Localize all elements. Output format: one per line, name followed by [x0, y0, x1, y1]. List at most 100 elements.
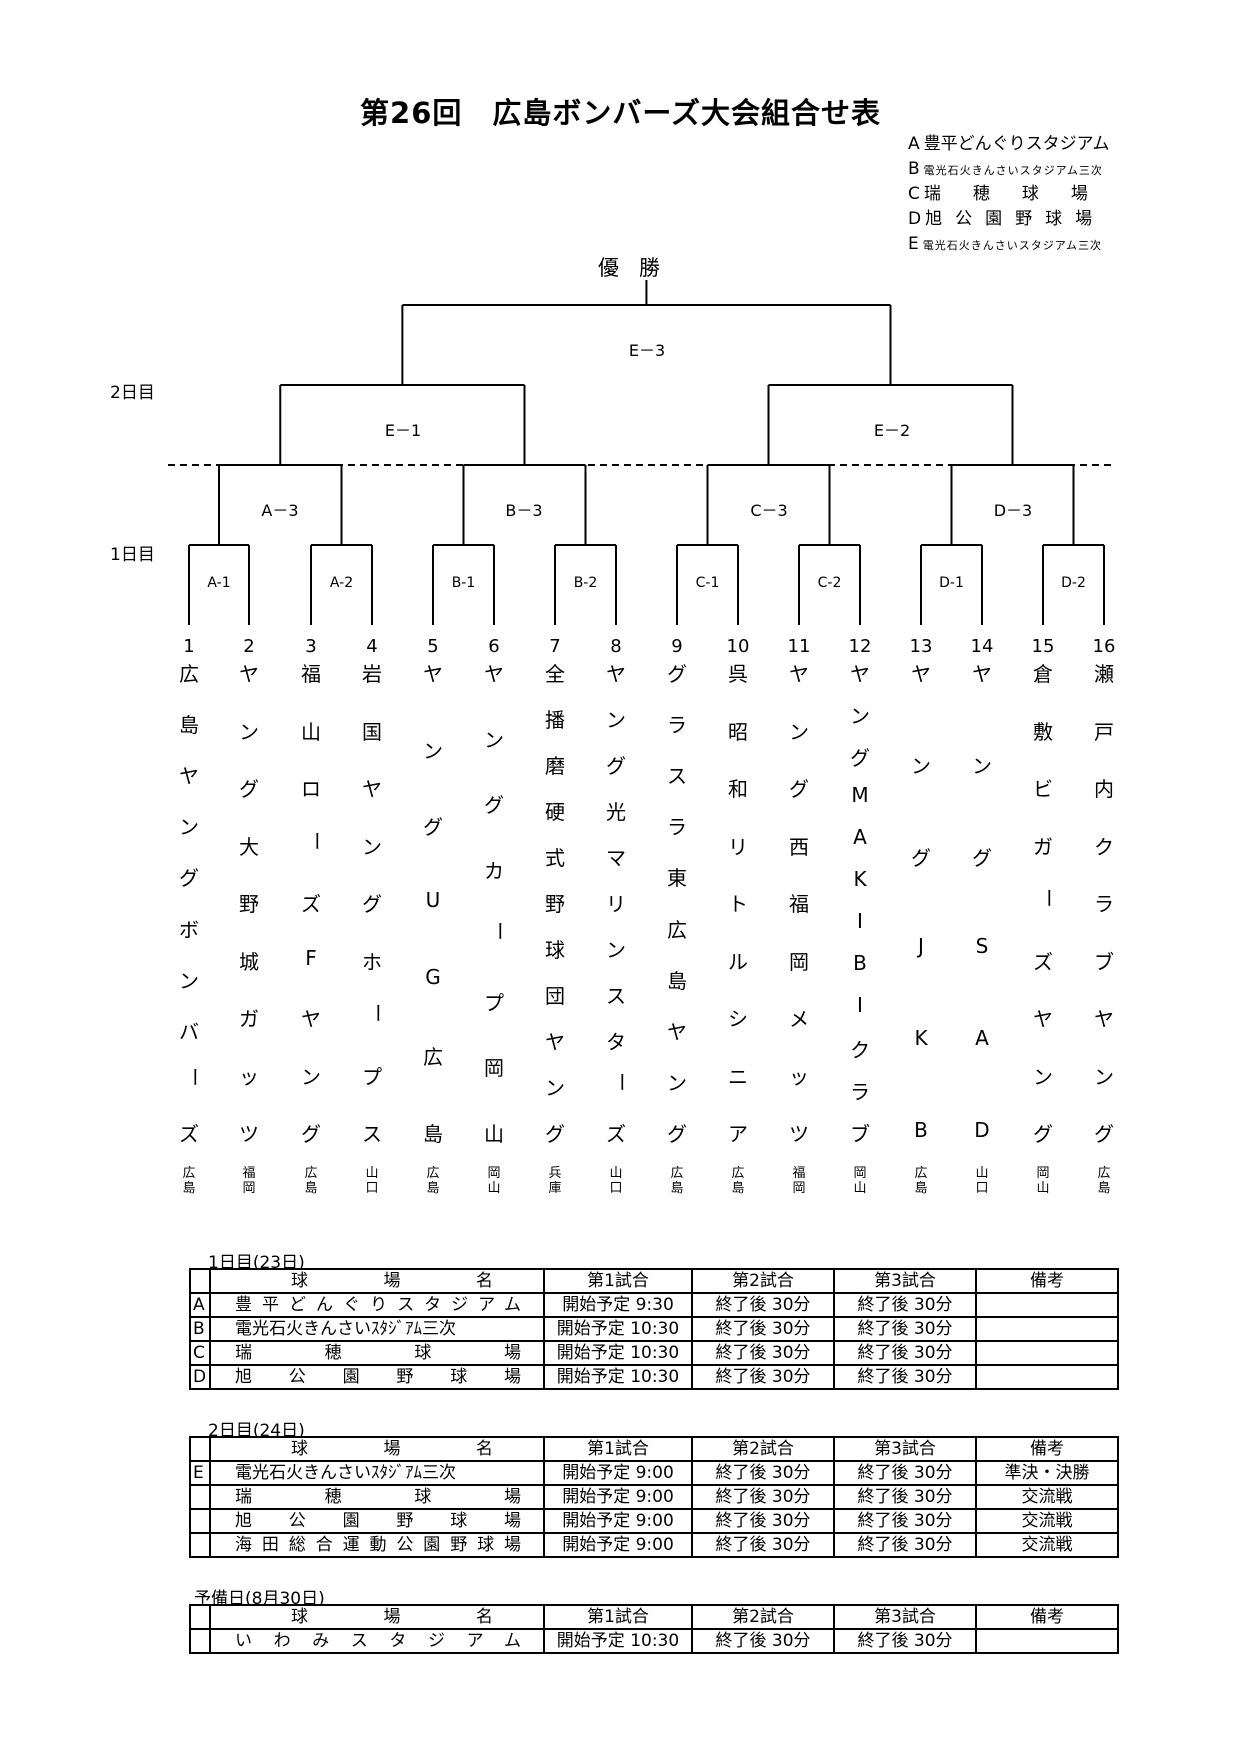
team-number: 5 [427, 636, 439, 657]
team-prefecture: 広島 [304, 1166, 318, 1196]
game-time-cell: 開始予定 9:00 [543, 1508, 693, 1534]
venue-code [189, 1508, 211, 1534]
venue-name: 電光石火きんさいｽﾀｼﾞｱﾑ三次 [209, 1316, 545, 1342]
match-quarter-b: B－3 [505, 501, 543, 520]
match-first-round: B-2 [573, 575, 598, 591]
header-cell: 第2試合 [691, 1604, 835, 1630]
venue-name-text: 瑞穂球場 [235, 1487, 521, 1507]
venue-name: 旭公園野球場 [209, 1508, 545, 1534]
game-time-cell: 終了後 30分 [833, 1460, 977, 1486]
header-cell: 第2試合 [691, 1268, 835, 1294]
match-first-round: C-1 [695, 575, 720, 591]
legend-code: B [908, 159, 920, 179]
venue-name-text: 豊平どんぐりスタジアム [235, 1295, 521, 1315]
venue-code [189, 1628, 211, 1654]
venue-name: 電光石火きんさいｽﾀｼﾞｱﾑ三次 [209, 1460, 545, 1486]
venue-code: A [189, 1292, 211, 1318]
team-prefecture: 広島 [914, 1166, 928, 1196]
venue-code [189, 1484, 211, 1510]
header-cell: 備考 [975, 1436, 1119, 1462]
game-time-cell: 終了後 30分 [833, 1628, 977, 1654]
match-first-round: A-2 [329, 575, 354, 591]
legend-venue-name: 電光石火きんさいスタジアム三次 [923, 164, 1103, 177]
legend-code: A [908, 134, 920, 154]
match-semi-2: E－2 [873, 421, 911, 440]
game-time-cell: 開始予定 10:30 [543, 1628, 693, 1654]
venue-name-text: 海田総合運動公園野球場 [235, 1535, 521, 1555]
schedule-reserve-label: 予備日(8月30日) [194, 1589, 325, 1609]
game-time-cell: 開始予定 9:00 [543, 1460, 693, 1486]
team-number: 14 [970, 636, 994, 657]
remarks-cell: 交流戦 [975, 1532, 1119, 1558]
match-final: E－3 [628, 341, 666, 360]
venue-name: 瑞穂球場 [209, 1484, 545, 1510]
venue-code: D [189, 1364, 211, 1390]
venue-name-text: 電光石火きんさいｽﾀｼﾞｱﾑ三次 [235, 1463, 456, 1483]
tournament-bracket [168, 280, 1115, 625]
game-time-cell: 終了後 30分 [691, 1364, 835, 1390]
venue-code: C [189, 1340, 211, 1366]
header-venue-text: 球 場 名 [291, 1439, 493, 1459]
legend-venue-name: 電光石火きんさいスタジアム三次 [922, 239, 1102, 252]
team-prefecture: 福岡 [792, 1166, 806, 1196]
game-time-cell: 開始予定 10:30 [543, 1340, 693, 1366]
header-cell: 第1試合 [543, 1436, 693, 1462]
remarks-cell [975, 1628, 1119, 1654]
remarks-cell: 交流戦 [975, 1508, 1119, 1534]
remarks-cell [975, 1340, 1119, 1366]
game-time-cell: 終了後 30分 [833, 1364, 977, 1390]
team-prefecture: 山口 [609, 1166, 623, 1196]
team-prefecture: 広島 [182, 1166, 196, 1196]
code-header-cell [189, 1604, 211, 1630]
venue-name: いわみスタジアム [209, 1628, 545, 1654]
team-prefecture: 山口 [975, 1166, 989, 1196]
schedule-day2-label: 2日目(24日) [208, 1421, 305, 1441]
venue-name-text: 旭公園野球場 [235, 1511, 521, 1531]
code-header-cell [189, 1268, 211, 1294]
game-time-cell: 終了後 30分 [691, 1292, 835, 1318]
game-time-cell: 終了後 30分 [691, 1484, 835, 1510]
match-first-round: B-1 [451, 575, 476, 591]
team-number: 11 [787, 636, 811, 657]
game-time-cell: 開始予定 9:00 [543, 1532, 693, 1558]
header-cell: 第2試合 [691, 1436, 835, 1462]
game-time-cell: 終了後 30分 [691, 1532, 835, 1558]
game-time-cell: 開始予定 10:30 [543, 1364, 693, 1390]
team-prefecture: 広島 [731, 1166, 745, 1196]
team-number: 7 [549, 636, 561, 657]
game-time-cell: 終了後 30分 [691, 1316, 835, 1342]
game-time-cell: 終了後 30分 [691, 1508, 835, 1534]
venue-name-text: いわみスタジアム [235, 1631, 521, 1651]
game-time-cell: 終了後 30分 [691, 1460, 835, 1486]
team-prefecture: 岡山 [487, 1166, 501, 1196]
team-number: 12 [848, 636, 872, 657]
game-time-cell: 終了後 30分 [833, 1532, 977, 1558]
day2-label: 2日目 [110, 383, 155, 403]
day1-label: 1日目 [110, 545, 155, 565]
game-time-cell: 終了後 30分 [833, 1340, 977, 1366]
team-number: 16 [1092, 636, 1116, 657]
game-time-cell: 終了後 30分 [691, 1628, 835, 1654]
team-number: 15 [1031, 636, 1055, 657]
venue-name-text: 瑞穂球場 [235, 1343, 521, 1363]
match-quarter-a: A－3 [261, 501, 299, 520]
match-quarter-d: D－3 [993, 501, 1033, 520]
match-first-round: D-1 [939, 575, 964, 591]
legend-code: D [908, 209, 922, 229]
match-first-round: C-2 [817, 575, 842, 591]
match-first-round: A-1 [207, 575, 231, 591]
team-prefecture: 山口 [365, 1166, 379, 1196]
team-prefecture: 広島 [426, 1166, 440, 1196]
header-venue-text: 球 場 名 [291, 1271, 493, 1291]
remarks-cell [975, 1292, 1119, 1318]
